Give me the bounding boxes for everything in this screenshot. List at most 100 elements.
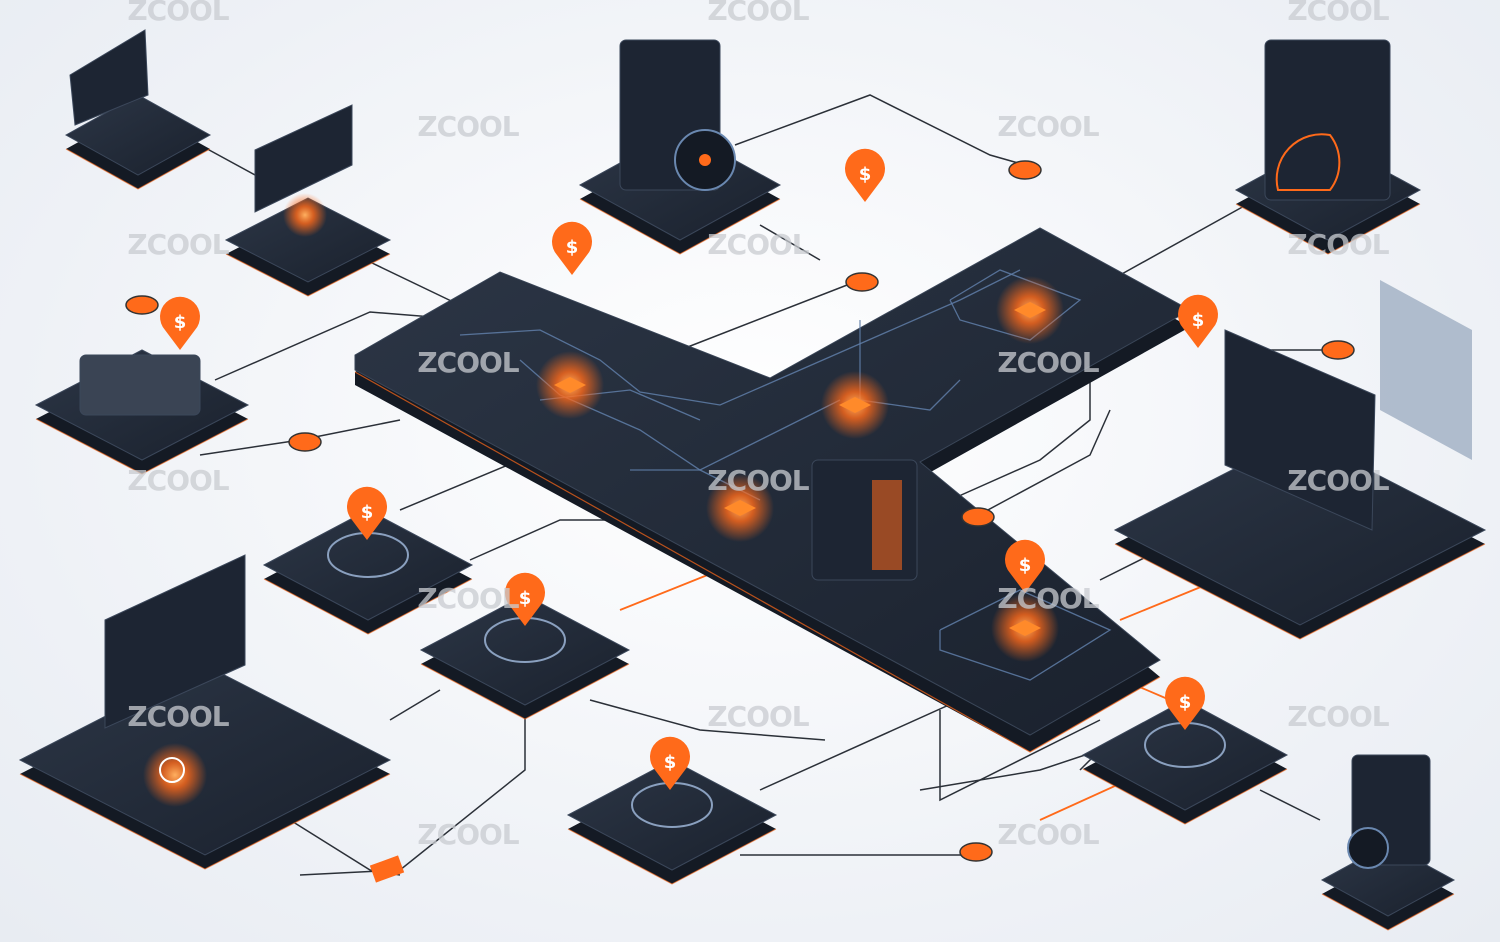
- dollar-icon: $: [859, 164, 872, 185]
- chip-node: [554, 377, 586, 393]
- cloud-tile-2-top: [1081, 699, 1289, 811]
- dollar-icon: $: [566, 237, 579, 258]
- location-pin: [1178, 294, 1218, 348]
- laptop-large-screen: [1224, 329, 1376, 531]
- location-pins: $ $ $ $ $ $ $ $ $: [160, 148, 1218, 790]
- watermark-text: ZCOOL: [997, 818, 1099, 851]
- display-tile-top: [224, 197, 392, 283]
- cloud-tile-top: [419, 594, 631, 706]
- laptop-tile-edge-glow: [65, 148, 211, 190]
- connector-line: [959, 409, 1111, 526]
- workstation-tile-edge-glow: [19, 773, 391, 870]
- watermark-text: ZCOOL: [417, 346, 519, 379]
- location-pin: [844, 148, 885, 202]
- coin-node: [845, 272, 879, 292]
- workstation-tile-top: [18, 664, 392, 856]
- platforms: [18, 94, 1487, 931]
- fan-hub: [699, 154, 711, 166]
- location-pin: [552, 221, 592, 275]
- gauge-icon: [1275, 133, 1341, 191]
- coin-node: [288, 432, 322, 452]
- monitor-screen: [254, 104, 353, 213]
- dollar-icon: $: [1179, 692, 1192, 713]
- small-server-tile-edge-glow: [1321, 893, 1455, 931]
- watermark-text: ZCOOL: [707, 464, 809, 497]
- package-tile-edge-glow: [567, 828, 777, 885]
- router-box: [79, 354, 201, 416]
- circuit-trace: [630, 399, 841, 471]
- location-pin: [346, 486, 388, 540]
- coin-node: [125, 295, 159, 315]
- connector-line: [679, 279, 861, 351]
- watermarks: ZCOOL ZCOOL ZCOOL ZCOOL ZCOOL ZCOOL ZCOOL ZCOOL…: [127, 0, 1390, 851]
- magnifier-glow: [143, 743, 207, 807]
- orange-cube-node: [369, 855, 405, 883]
- watermark-text: ZCOOL: [1287, 228, 1389, 261]
- router-tile-edge-glow: [35, 418, 249, 475]
- watermark-text: ZCOOL: [417, 110, 519, 143]
- connector-line: [299, 715, 526, 876]
- watermark-text: ZCOOL: [997, 346, 1099, 379]
- chip-node: [1009, 620, 1041, 636]
- connector-line: [939, 710, 1101, 802]
- connector-line: [389, 689, 441, 721]
- coin-node: [1321, 340, 1355, 360]
- location-pin: [504, 572, 545, 626]
- chip-node: [839, 397, 871, 413]
- circuit-trace: [459, 269, 1021, 406]
- workstation-monitor: [104, 554, 246, 729]
- location-pin: [1165, 676, 1206, 730]
- cloud-tile-edge-glow: [420, 663, 630, 720]
- connector-line: [734, 94, 1026, 166]
- watermark-text: ZCOOL: [997, 582, 1099, 615]
- cloud-tile-2-edge-glow: [1082, 768, 1288, 825]
- phone-tile-edge-glow: [263, 578, 473, 635]
- coin-node: [961, 507, 995, 527]
- circuit-trace: [939, 589, 1112, 681]
- dollar-icon: $: [519, 588, 532, 609]
- display-glow: [283, 193, 327, 237]
- coin-node: [1008, 160, 1042, 180]
- connector-line: [919, 749, 1101, 791]
- location-pin: [649, 736, 690, 790]
- connector-line: [1259, 789, 1321, 821]
- connector-line: [1119, 199, 1256, 276]
- laptop-screen: [69, 29, 149, 126]
- watermark-text: ZCOOL: [127, 464, 229, 497]
- small-server-fan: [1347, 827, 1389, 869]
- connector-line: [759, 224, 821, 261]
- watermark-text: ZCOOL: [127, 700, 229, 733]
- accent-connector-line: [619, 569, 721, 611]
- chip-node: [1014, 302, 1046, 318]
- watermark-text: ZCOOL: [707, 228, 809, 261]
- watermark-text: ZCOOL: [127, 228, 229, 261]
- connector-line: [589, 699, 826, 741]
- connector-line: [399, 459, 521, 511]
- phone-tile-top: [262, 509, 474, 621]
- rack-tile-edge-glow: [1235, 203, 1421, 255]
- server-vents: [872, 480, 902, 570]
- watermark-text: ZCOOL: [997, 110, 1099, 143]
- dollar-icon: $: [361, 502, 374, 523]
- magnifier-icon: [159, 757, 185, 783]
- circuit-trace: [859, 320, 961, 411]
- watermark-text: ZCOOL: [127, 0, 229, 27]
- dollar-icon: $: [664, 752, 677, 773]
- dollar-icon: $: [1019, 555, 1032, 576]
- dollar-icon: $: [1192, 310, 1205, 331]
- watermark-text: ZCOOL: [1287, 464, 1389, 497]
- display-tile-edge-glow: [225, 253, 391, 297]
- floating-document: [1380, 280, 1472, 460]
- server-tile-edge-glow: [579, 198, 781, 255]
- laptop-station-tile-edge-glow: [1114, 543, 1486, 640]
- main-board-edge-glow: [354, 371, 1161, 753]
- watermark-text: ZCOOL: [1287, 0, 1389, 27]
- watermark-text: ZCOOL: [1287, 700, 1389, 733]
- location-pin: [1004, 539, 1045, 593]
- dollar-icon: $: [174, 312, 187, 333]
- rack-server: [1264, 39, 1391, 201]
- coin-node: [959, 842, 993, 862]
- watermark-text: ZCOOL: [707, 700, 809, 733]
